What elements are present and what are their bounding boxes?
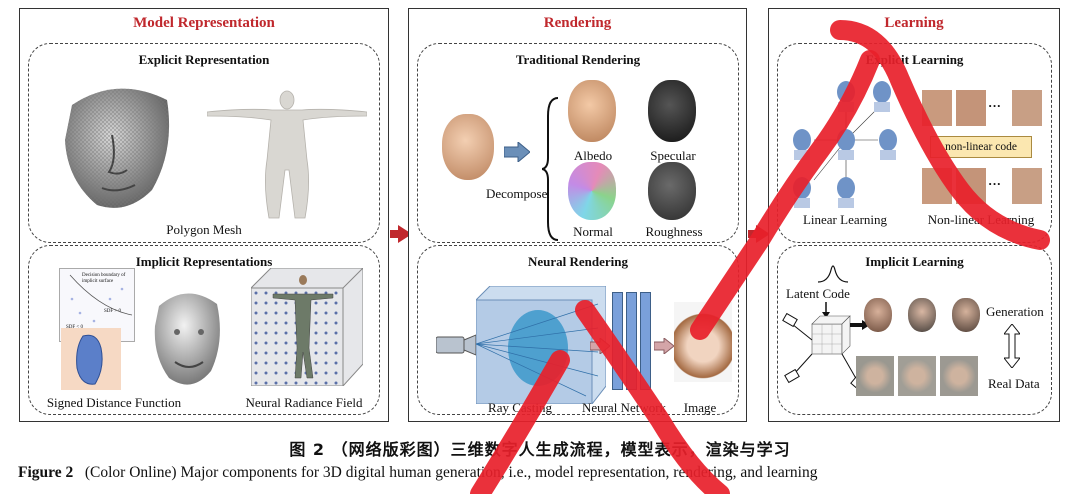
neural-rendering-box: Neural Rendering Ray Casting Neural Netw… [417, 245, 739, 415]
sdf-hand-image [61, 328, 121, 390]
real-data-photos [856, 356, 980, 396]
explicit-learning-box: Explicit Learning ··· non-linear code ··… [777, 43, 1052, 243]
explicit-representation-box: Explicit Representation Polygon Mesh [28, 43, 380, 243]
sub-title: Explicit Representation [138, 52, 270, 67]
panel-title: Model Representation [133, 15, 275, 31]
panel-title: Learning [884, 15, 944, 31]
normal-face-image [568, 162, 616, 220]
roughness-label: Roughness [645, 224, 703, 239]
implicit-representations-box: Implicit Representations Decision bounda… [28, 245, 380, 415]
nonlinear-faces-top: ··· [922, 90, 1042, 126]
roughness-face-image [648, 162, 696, 220]
rendered-image [674, 302, 732, 382]
body-mesh-image [207, 90, 367, 219]
specular-label: Specular [650, 148, 696, 163]
figure-caption-cn: 图 2 （网络版彩图）三维数字人生成流程，模型表示，渲染与学习 [289, 440, 791, 459]
figure-caption-en: Figure 2 (Color Online) Major components… [18, 464, 1062, 482]
sdf-inset-neg: SDF < 0 [66, 325, 83, 330]
decompose-arrow-icon [504, 142, 530, 162]
sdf-inset-boundary: Decision boundary of implicit surface [82, 273, 126, 284]
specular-face-image [648, 80, 696, 142]
sub-title: Implicit Representations [135, 254, 273, 269]
bidirectional-arrow-icon [1004, 324, 1020, 368]
albedo-face-image [568, 80, 616, 142]
image-label: Image [683, 400, 717, 415]
neural-network-label: Neural Network [581, 400, 667, 415]
panel-rendering: Rendering Traditional Rendering Decompos… [408, 8, 747, 422]
sub-title: Explicit Learning [865, 52, 964, 67]
normal-label: Normal [573, 224, 613, 239]
nerf-cube-image [250, 267, 364, 387]
nerf-label: Neural Radiance Field [245, 395, 363, 410]
neural-network-bars [612, 292, 652, 390]
linear-learning-label: Linear Learning [802, 212, 888, 227]
nonlinear-code-box: non-linear code [930, 136, 1032, 158]
generation-label: Generation [986, 304, 1044, 319]
decompose-label: Decompose [486, 186, 548, 201]
dots-bottom: ··· [988, 176, 1002, 191]
figure-caption-text: (Color Online) Major components for 3D d… [84, 464, 818, 481]
latent-distribution-icon [818, 265, 848, 283]
arrow-to-nn-icon [590, 338, 610, 354]
traditional-rendering-box: Traditional Rendering Decompose Albedo S… [417, 43, 739, 243]
nonlinear-learning-label: Non-linear Learning [927, 212, 1035, 227]
ray-casting-volume [476, 286, 606, 404]
sub-title: Implicit Learning [865, 254, 964, 269]
implicit-learning-box: Implicit Learning Latent Code [777, 245, 1052, 415]
real-data-label: Real Data [988, 376, 1040, 391]
sdf-label: Signed Distance Function [46, 395, 182, 410]
brace-icon [542, 97, 559, 241]
albedo-label: Albedo [573, 148, 613, 163]
polygon-mesh-label: Polygon Mesh [166, 222, 242, 237]
arrow-to-image-icon [654, 338, 674, 354]
linear-learning-diagram [793, 81, 897, 208]
figure-label: Figure 2 [18, 464, 74, 481]
input-face-image [442, 114, 494, 180]
latent-code-label: Latent Code [786, 286, 850, 301]
panel-model-representation: Model Representation Explicit Representa… [19, 8, 389, 422]
ray-casting-label: Ray Casting [488, 400, 552, 415]
sdf-head-image [154, 293, 220, 385]
panel-title: Rendering [543, 15, 612, 31]
sub-title: Neural Rendering [527, 254, 629, 269]
sdf-inset-pos: SDF > 0 [104, 309, 121, 314]
camera-icon [436, 334, 476, 356]
generated-heads [864, 298, 984, 342]
nonlinear-faces-bottom: ··· [922, 168, 1042, 204]
panel-learning: Learning Explicit Learning ··· non-linea… [768, 8, 1060, 422]
sub-title: Traditional Rendering [515, 52, 641, 67]
mesh-face-image [65, 88, 170, 208]
dots-top: ··· [988, 98, 1002, 113]
